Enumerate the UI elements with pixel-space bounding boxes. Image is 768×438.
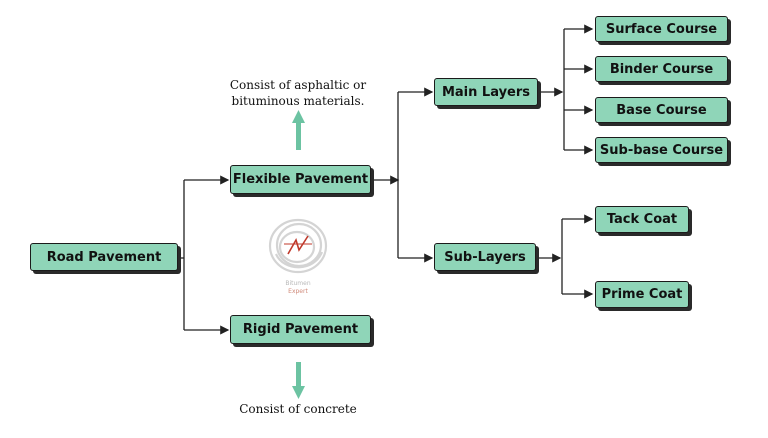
main-layers-node: Main Layers [434,78,538,106]
flexible-note-arrow-head [292,110,305,123]
sub-layers-node: Sub-Layers [434,243,536,271]
rigid-note-arrow-head [292,386,305,399]
road-pavement-node: Road Pavement [30,243,178,271]
tack-coat-node: Tack Coat [595,206,689,233]
logo-text-line-2: Expert [288,288,308,295]
base-course-node: Base Course [595,97,728,123]
flexible-note-arrow-shaft [296,122,301,150]
logo-text-line-1: Bitumen [285,280,311,287]
flexible-note-line-1: Consist of asphaltic or [229,78,367,92]
prime-coat-node: Prime Coat [595,281,689,308]
rigid-pavement-node: Rigid Pavement [230,315,371,344]
flexible-pavement-node: Flexible Pavement [230,165,371,194]
binder-course-node: Binder Course [595,56,728,82]
logo-swirl-icon [268,218,328,274]
flexible-pavement-note: Consist of asphaltic or bituminous mater… [218,77,378,109]
rigid-pavement-note: Consist of concrete [239,402,357,416]
rigid-note-arrow-shaft [296,362,301,388]
bitumen-expert-logo: Bitumen Expert [266,214,330,300]
flexible-note-line-2: bituminous materials. [231,94,365,108]
surface-course-node: Surface Course [595,16,728,42]
subbase-course-node: Sub-base Course [595,137,728,163]
